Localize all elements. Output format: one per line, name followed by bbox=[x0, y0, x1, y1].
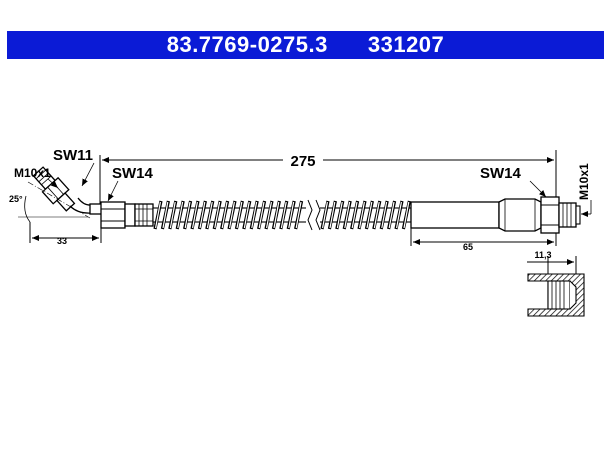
coil-highlight bbox=[236, 201, 243, 229]
break-symbol bbox=[306, 199, 321, 231]
overall-length-dimension: 275 bbox=[99, 150, 557, 205]
wrench-right-leader bbox=[529, 180, 547, 198]
wrench-left-inner-leader bbox=[107, 180, 119, 202]
wrench-left-inner-label: SW14 bbox=[112, 165, 154, 182]
left-hex-nut bbox=[100, 201, 154, 229]
thread-left-leader bbox=[47, 178, 59, 189]
coil-highlight bbox=[388, 201, 395, 229]
left-angled-fitting bbox=[27, 166, 103, 219]
overall-length-label: 275 bbox=[290, 153, 315, 170]
coil-highlight bbox=[329, 201, 336, 229]
coil-highlight bbox=[243, 201, 250, 229]
coil-highlight bbox=[214, 201, 221, 229]
coil-highlight bbox=[258, 201, 265, 229]
coil-highlight bbox=[366, 201, 373, 229]
wrench-right-label: SW14 bbox=[480, 165, 522, 182]
angle-arc bbox=[24, 195, 31, 223]
coil-highlight bbox=[403, 201, 410, 229]
coil-highlight bbox=[351, 201, 358, 229]
coil-highlight bbox=[177, 201, 184, 229]
hose-spring-guard bbox=[152, 200, 412, 230]
coil-highlight bbox=[199, 201, 206, 229]
angle-label: 25° bbox=[9, 194, 23, 204]
thread-right-label: M10x1 bbox=[577, 163, 591, 200]
coil-highlight bbox=[162, 201, 169, 229]
reference-number: 331207 bbox=[367, 32, 445, 57]
coil-highlight bbox=[288, 201, 295, 229]
sleeve-length-label: 65 bbox=[463, 242, 473, 252]
coil-highlight bbox=[155, 201, 161, 229]
coil-highlight bbox=[192, 201, 198, 229]
coil-highlight bbox=[280, 201, 287, 229]
sleeve-length-dimension: 65 bbox=[410, 228, 557, 252]
wrench-left-outer-label: SW11 bbox=[53, 147, 93, 164]
wrench-left-outer-leader bbox=[81, 162, 95, 187]
coil-highlight bbox=[273, 201, 280, 229]
coil-highlight bbox=[381, 201, 388, 229]
coil-highlight bbox=[229, 201, 235, 229]
coil-highlight bbox=[373, 201, 380, 229]
coil-highlight bbox=[169, 201, 176, 229]
part-number: 83.7769-0275.3 bbox=[166, 32, 328, 57]
coil-highlight bbox=[251, 201, 258, 229]
left-offset-label: 33 bbox=[57, 236, 67, 246]
thread-left-label: M10x1 bbox=[14, 166, 51, 180]
coil-highlight bbox=[344, 201, 351, 229]
coil-highlight bbox=[322, 201, 328, 229]
coil-highlight bbox=[359, 201, 365, 229]
right-hex-nut bbox=[540, 196, 560, 234]
title-bar: 83.7769-0275.3 331207 bbox=[7, 31, 604, 59]
bore-detail: 11,3 bbox=[527, 250, 585, 317]
right-sleeve bbox=[410, 198, 542, 232]
coil-highlight bbox=[206, 201, 213, 229]
bore-depth-label: 11,3 bbox=[534, 250, 551, 260]
coil-highlight bbox=[396, 201, 402, 229]
left-offset-dimension: 33 bbox=[29, 222, 102, 246]
coil-highlight bbox=[184, 201, 191, 229]
coil-highlight bbox=[295, 201, 302, 229]
right-thread-end bbox=[558, 202, 581, 228]
coil-highlight bbox=[266, 201, 272, 229]
coil-highlight bbox=[221, 201, 228, 229]
coil-highlight bbox=[336, 201, 343, 229]
